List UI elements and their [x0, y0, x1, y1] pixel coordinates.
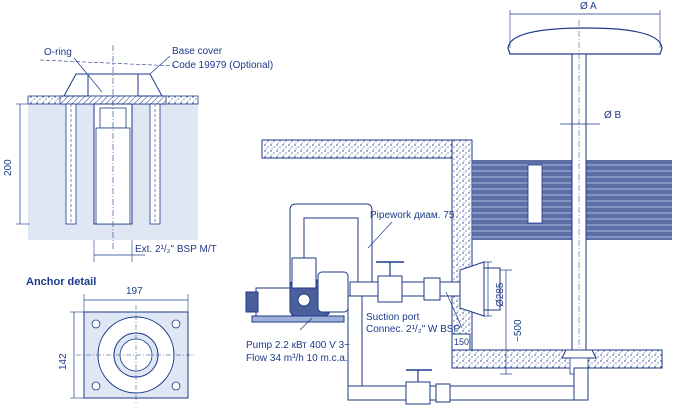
pipework-label: Pipework диам. 75: [370, 210, 455, 221]
dimension-150: 150: [454, 337, 470, 347]
dimension-500: ~500: [513, 319, 524, 342]
ext-bsp-label: Ext. 2¹/₂" BSP M/T: [135, 244, 217, 255]
base-cover-label: Base cover: [172, 46, 223, 57]
code-label: Code 19979 (Optional): [172, 60, 274, 71]
dimension-200: 200: [3, 159, 14, 176]
dimension-142: 142: [58, 353, 69, 370]
anchor-detail-plan: [70, 294, 196, 405]
diameter-b-label: Ø B: [604, 110, 622, 121]
pump: [245, 257, 349, 323]
dimension-lines: [299, 221, 512, 375]
pump-spec-line1: Pump 2.2 кВт 400 V 3~: [246, 340, 350, 351]
dimension-197: 197: [126, 286, 143, 297]
dimension-285: Ø285: [495, 282, 506, 307]
pump-spec-line2: Flow 34 m³/h 10 m.c.a.: [246, 353, 348, 364]
anchor-detail-heading: Anchor detail: [26, 276, 97, 288]
connec-label: Connec. 2¹/₂" W BSP: [366, 324, 461, 335]
base-cover-section: [16, 45, 199, 262]
o-ring-label: O-ring: [44, 47, 72, 58]
mushroom-fountain: [507, 10, 663, 380]
suction-port-label: Suction port: [366, 312, 420, 323]
diameter-a-label: Ø A: [580, 1, 597, 12]
